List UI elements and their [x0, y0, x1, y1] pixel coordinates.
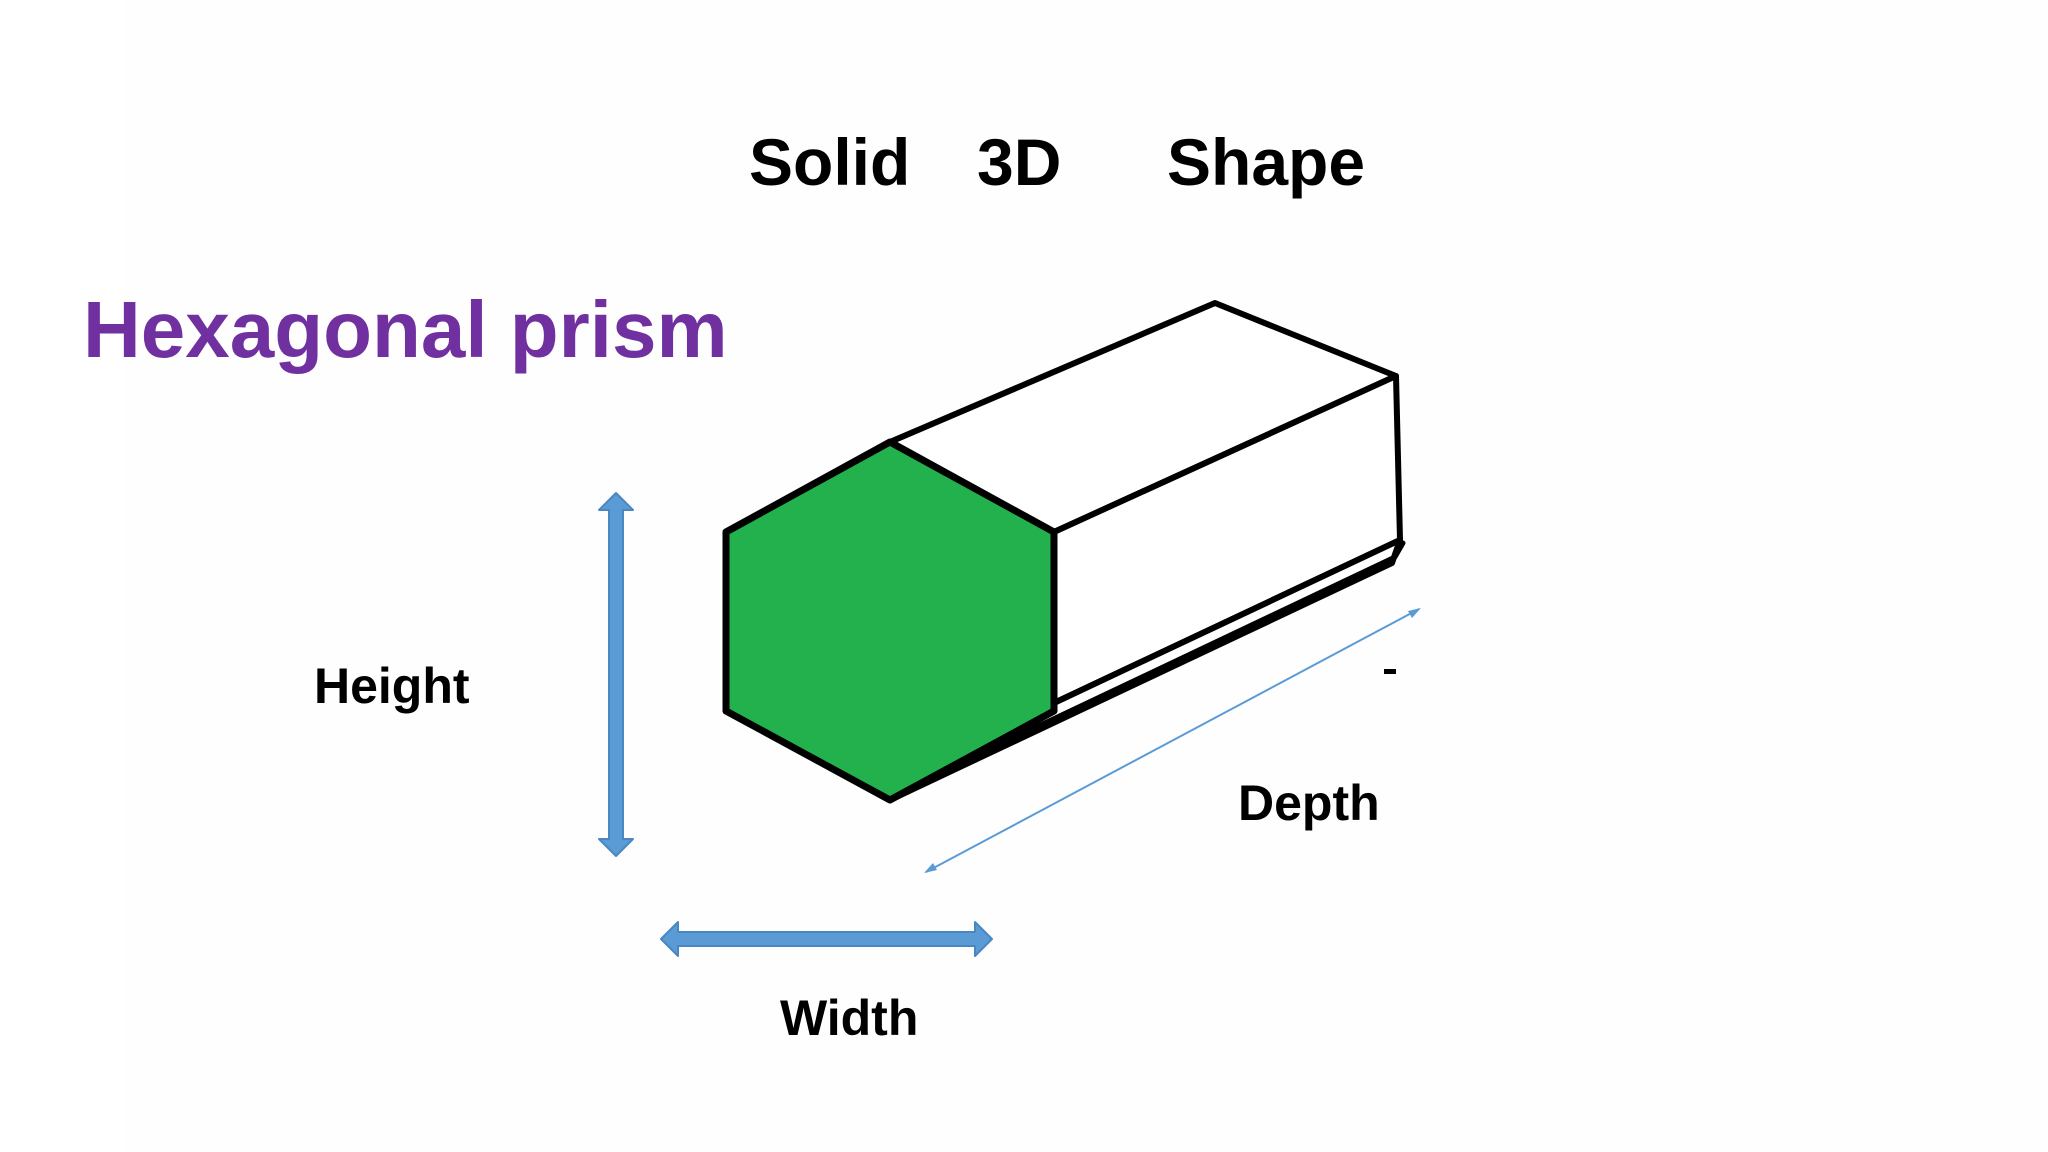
depth-arrow	[924, 608, 1421, 873]
width-label: Width	[780, 990, 919, 1046]
title-word-3d: 3D	[977, 125, 1062, 199]
depth-label: Depth	[1238, 775, 1380, 831]
height-label: Height	[314, 658, 470, 714]
width-arrow	[660, 921, 993, 957]
height-arrow	[598, 492, 634, 857]
prism-lower-edge	[890, 540, 1406, 798]
shape-name-heading: Hexagonal prism	[83, 285, 728, 374]
title-word-solid: Solid	[749, 125, 911, 199]
stray-mark	[1384, 669, 1396, 674]
hexagon-front-face	[722, 438, 1058, 804]
title-word-shape: Shape	[1167, 125, 1366, 199]
